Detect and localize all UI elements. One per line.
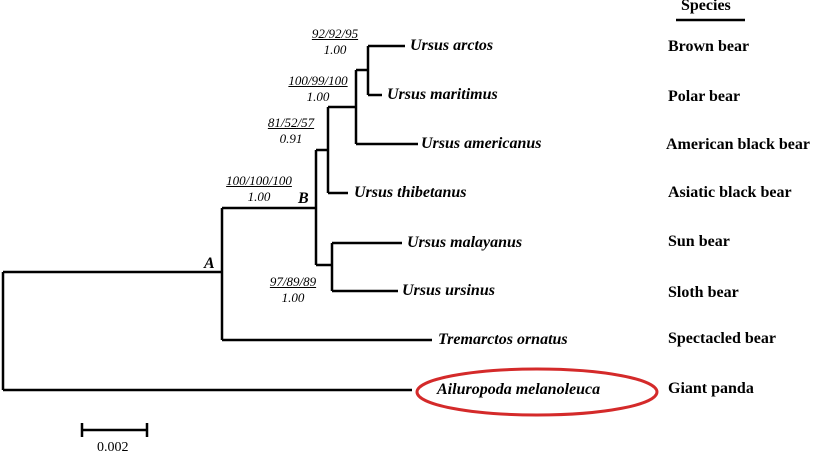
- common-name: Polar bear: [668, 88, 741, 105]
- scale-bar: [80, 423, 149, 437]
- root-branch: [1, 270, 412, 392]
- common-name: Sun bear: [668, 233, 730, 250]
- species-header: Species: [681, 0, 731, 14]
- taxon-name: Ursus arctos: [410, 37, 494, 54]
- common-name: Giant panda: [668, 380, 754, 397]
- node-a-branch: [220, 206, 432, 342]
- node-a-label: A: [204, 255, 215, 272]
- common-name: American black bear: [666, 136, 810, 153]
- node-b-branch: [314, 148, 332, 267]
- taxon-name: Tremarctos ornatus: [438, 331, 568, 348]
- taxon-name: Ursus maritimus: [387, 86, 498, 103]
- taxon-name: Ursus malayanus: [407, 234, 523, 251]
- common-name: Asiatic black bear: [668, 184, 792, 201]
- brownpolar-branch: [366, 44, 405, 97]
- amer-branch: [354, 68, 418, 146]
- scale-label: 0.002: [97, 440, 129, 455]
- common-name: Brown bear: [668, 38, 750, 55]
- node-b-label: B: [298, 190, 309, 207]
- highlight-ellipse: [415, 367, 659, 417]
- taxon-name: Ailuropoda melanoleuca: [437, 381, 601, 398]
- taxon-name: Ursus ursinus: [402, 282, 495, 299]
- thib-branch: [326, 105, 356, 195]
- common-name: Sloth bear: [668, 284, 739, 301]
- common-name: Spectacled bear: [668, 330, 776, 347]
- taxon-name: Ursus americanus: [421, 135, 542, 152]
- taxon-name: Ursus thibetanus: [354, 184, 467, 201]
- sunsloth-branch: [330, 241, 402, 293]
